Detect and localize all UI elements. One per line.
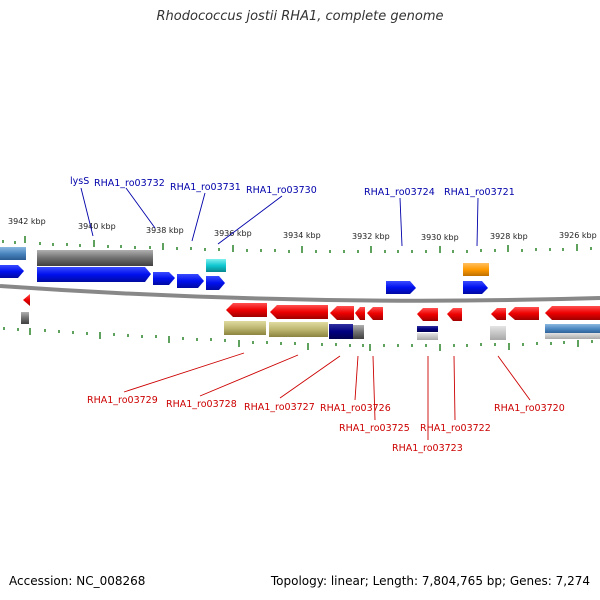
gene-arrow: [0, 265, 24, 278]
gene-block: [224, 321, 266, 335]
gene-arrow: [270, 305, 328, 319]
lower-tick-row: [3, 327, 593, 351]
upper-labels: lysS RHA1_ro03732 RHA1_ro03731 RHA1_ro03…: [70, 176, 515, 198]
kbp-label: 3930 kbp: [421, 233, 459, 242]
gene-block: [463, 263, 489, 276]
gene-label-ro03728: RHA1_ro03728: [166, 399, 237, 410]
gene-block: [37, 250, 153, 266]
gene-label-ro03723: RHA1_ro03723: [392, 443, 463, 454]
gene-block: [0, 247, 26, 260]
kbp-label: 3934 kbp: [283, 231, 321, 240]
gene-block: [417, 326, 438, 332]
gene-label-ro03725: RHA1_ro03725: [339, 423, 410, 434]
gene-label-ro03724: RHA1_ro03724: [364, 187, 435, 198]
gene-block: [21, 312, 29, 324]
gene-block: [329, 324, 353, 339]
kbp-label: 3940 kbp: [78, 222, 116, 231]
gene-label-ro03729: RHA1_ro03729: [87, 395, 158, 406]
gene-label-ro03721: RHA1_ro03721: [444, 187, 515, 198]
gene-label-ro03720: RHA1_ro03720: [494, 403, 565, 414]
gene-arrow: [23, 294, 30, 306]
gene-arrow: [177, 274, 204, 288]
gene-block: [490, 326, 506, 340]
gene-block: [206, 259, 226, 272]
upper-label-leaders: [80, 187, 479, 247]
gene-label-ro03726: RHA1_ro03726: [320, 403, 391, 414]
genome-title: Rhodococcus jostii RHA1, complete genome: [156, 9, 444, 24]
gene-block: [269, 322, 328, 337]
gene-arrow: [355, 307, 365, 320]
gene-block: [545, 324, 600, 334]
kbp-label: 3938 kbp: [146, 226, 184, 235]
gene-label-ro03727: RHA1_ro03727: [244, 402, 315, 413]
gene-arrow: [226, 303, 267, 317]
gene-arrow: [153, 272, 175, 285]
gene-arrow: [206, 276, 225, 290]
kbp-scale: 3942 kbp 3940 kbp 3938 kbp 3936 kbp 3934…: [8, 217, 597, 242]
upper-tick-row: [2, 236, 592, 253]
kbp-label: 3942 kbp: [8, 217, 46, 226]
gene-block: [353, 325, 364, 339]
gene-arrow: [386, 281, 416, 294]
genome-summary: Topology: linear; Length: 7,804,765 bp; …: [270, 574, 590, 588]
gene-block: [545, 333, 600, 339]
lower-labels: RHA1_ro03729 RHA1_ro03728 RHA1_ro03727 R…: [87, 395, 565, 454]
gene-arrow: [417, 308, 438, 321]
kbp-label: 3928 kbp: [490, 232, 528, 241]
gene-block: [417, 333, 438, 340]
gene-label-ro03732: RHA1_ro03732: [94, 178, 165, 189]
kbp-label: 3926 kbp: [559, 231, 597, 240]
gene-arrow: [491, 308, 506, 320]
gene-label-ro03731: RHA1_ro03731: [170, 182, 241, 193]
genome-backbone: [0, 284, 600, 303]
kbp-label: 3936 kbp: [214, 229, 252, 238]
kbp-label: 3932 kbp: [352, 232, 390, 241]
gene-arrow: [463, 281, 488, 294]
accession-text: Accession: NC_008268: [9, 574, 146, 588]
forward-genes: [0, 247, 489, 294]
gene-arrow: [447, 308, 462, 321]
gene-label-ro03730: RHA1_ro03730: [246, 185, 317, 196]
gene-arrow: [508, 307, 539, 320]
reverse-genes: [21, 294, 600, 340]
gene-arrow: [37, 267, 151, 282]
lower-label-leaders: [123, 352, 531, 440]
gene-label-ro03722: RHA1_ro03722: [420, 423, 491, 434]
gene-arrow: [367, 307, 383, 320]
gene-label-lysS: lysS: [70, 176, 89, 187]
gene-arrow: [545, 306, 600, 320]
gene-arrow: [330, 306, 354, 320]
